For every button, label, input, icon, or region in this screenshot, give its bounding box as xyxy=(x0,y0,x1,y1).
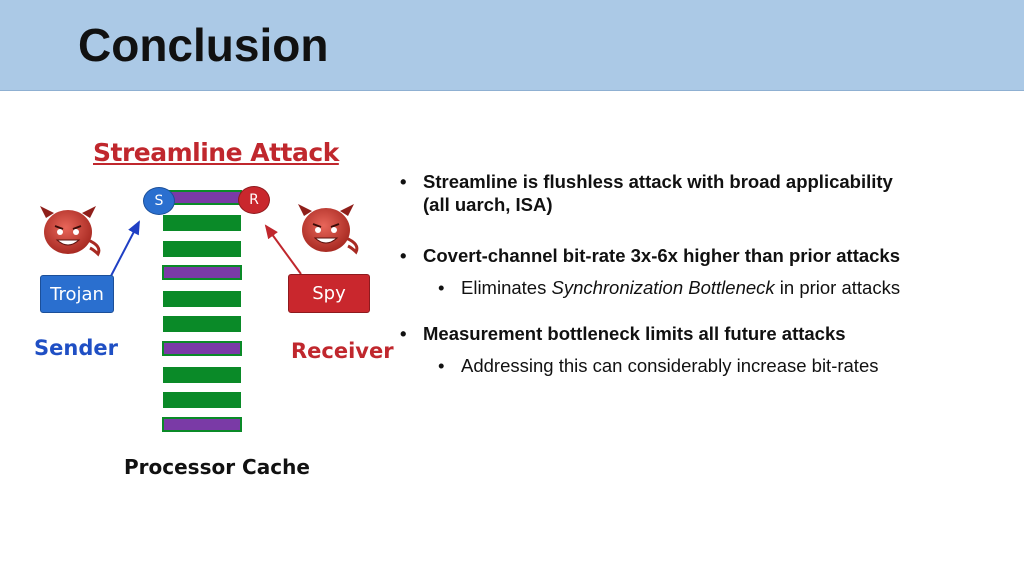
receiver-pointer-marker: R xyxy=(238,186,270,214)
trojan-box: Trojan xyxy=(40,275,114,313)
sub-text-emphasis: Synchronization Bottleneck xyxy=(551,277,775,298)
bullet-dot-icon: • xyxy=(400,171,407,192)
cache-label: Processor Cache xyxy=(124,455,310,479)
cache-line-purple xyxy=(162,265,242,280)
bullet-dot-icon: • xyxy=(400,245,407,266)
bullet-2-text: Covert-channel bit-rate 3x-6x higher tha… xyxy=(423,245,901,266)
cache-lines xyxy=(162,190,242,432)
bullet-3-sub-text: Addressing this can considerably increas… xyxy=(461,355,879,376)
bullet-1-line-2: (all uarch, ISA) xyxy=(423,194,553,215)
slide-title: Conclusion xyxy=(78,19,329,71)
bullet-dot-icon: • xyxy=(400,323,407,344)
cache-line-green xyxy=(163,392,241,408)
diagram-title: Streamline Attack xyxy=(93,138,339,167)
sub-text-pre: Eliminates xyxy=(461,277,552,298)
devil-icon-receiver xyxy=(298,204,359,255)
receiver-arrow xyxy=(264,224,302,275)
receiver-label: Receiver xyxy=(291,339,394,363)
cache-line-green xyxy=(163,241,241,257)
devil-icon-sender xyxy=(40,206,101,257)
cache-line-green xyxy=(163,215,241,231)
slide-header: Conclusion xyxy=(0,0,1024,91)
sub-text-post: in prior attacks xyxy=(774,277,901,298)
cache-line-green xyxy=(163,316,241,332)
cache-line-purple xyxy=(162,341,242,356)
sender-pointer-marker: S xyxy=(143,187,175,215)
bullet-3-text: Measurement bottleneck limits all future… xyxy=(423,323,846,344)
cache-line-green xyxy=(163,367,241,383)
bullet-dot-icon: • xyxy=(438,277,445,298)
sender-label: Sender xyxy=(34,336,118,360)
bullet-dot-icon: • xyxy=(438,355,445,376)
bullet-1-line-1: Streamline is flushless attack with broa… xyxy=(423,171,893,192)
cache-line-purple xyxy=(162,417,242,432)
bullet-2-sub-text: Eliminates Synchronization Bottleneck in… xyxy=(461,276,900,299)
spy-box: Spy xyxy=(288,274,370,313)
cache-line-green xyxy=(163,291,241,307)
